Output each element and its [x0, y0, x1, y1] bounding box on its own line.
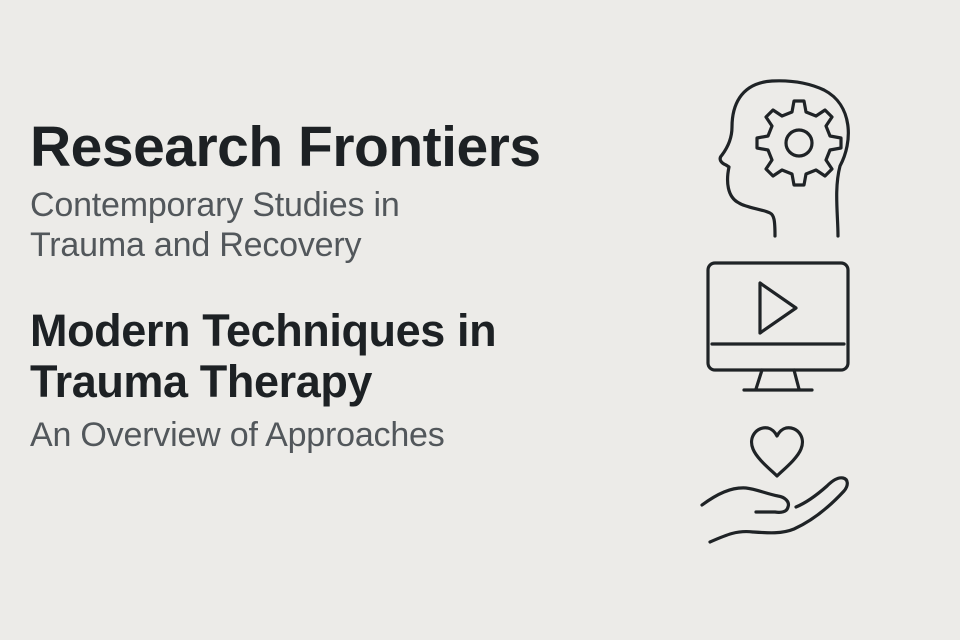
monitor-stand-left: [754, 368, 764, 391]
heart-icon: [750, 426, 804, 478]
monitor-stand-right: [792, 368, 801, 391]
icon-stack: [690, 75, 880, 555]
monitor-screen-outline: [706, 261, 850, 372]
head-gear-icon: [718, 79, 850, 238]
hand-palm-outline: [700, 476, 849, 544]
head-profile-outline: [718, 79, 850, 238]
section-subtitle: An Overview of Approaches: [30, 416, 445, 455]
text-block: Research Frontiers Contemporary Studies …: [30, 118, 650, 456]
section-title: Modern Techniques in Trauma Therapy: [30, 304, 497, 407]
gear-icon: [755, 99, 843, 187]
monitor-play-icon: [706, 261, 850, 392]
page-subtitle: Contemporary Studies in Trauma and Recov…: [30, 186, 400, 264]
play-icon: [758, 281, 798, 335]
page-title: Research Frontiers: [30, 115, 541, 179]
gear-center-circle: [784, 128, 814, 158]
heart-hand-icon: [700, 426, 849, 544]
